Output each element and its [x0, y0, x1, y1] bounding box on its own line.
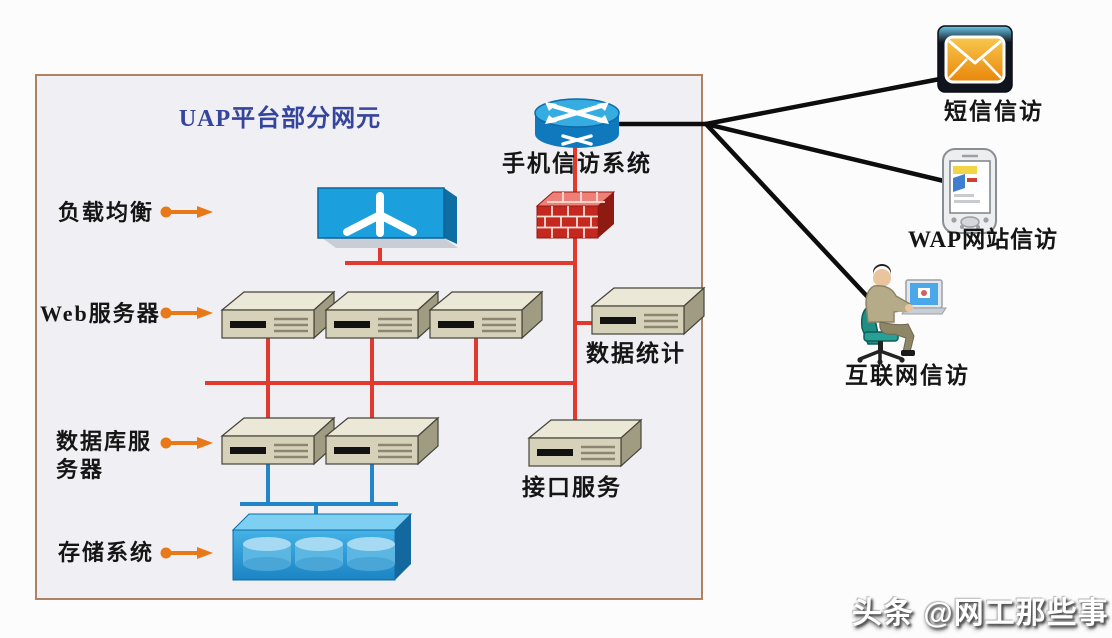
arrow-icon	[160, 547, 213, 559]
label-storage-system: 存储系统	[58, 540, 155, 565]
watermark: 头条 @网工那些事	[852, 597, 1109, 630]
arrow-icon	[160, 206, 213, 218]
label-db-server: 数据库服务器	[56, 429, 153, 482]
arrow-icon	[160, 307, 213, 319]
stats-server-icon	[590, 286, 706, 336]
email-icon	[937, 25, 1013, 93]
page-title: UAP平台部分网元	[178, 106, 382, 132]
arrow-icon	[160, 437, 213, 449]
db-server-icon	[324, 416, 440, 466]
label-web-server: Web服务器	[40, 301, 161, 326]
endpoint-wap-label: WAP网站信访	[908, 227, 1059, 252]
endpoint-internet-label: 互联网信访	[845, 363, 970, 388]
firewall-icon	[535, 191, 616, 239]
endpoint-sms-label: 短信信访	[944, 99, 1044, 124]
interface-server-icon	[527, 418, 643, 468]
mobile-phone-icon	[942, 148, 997, 234]
interface-server-label: 接口服务	[522, 475, 622, 500]
load-balancer-icon	[317, 187, 458, 248]
db-server-icon	[220, 416, 336, 466]
label-load-balancer: 负载均衡	[58, 200, 155, 225]
stats-server-label: 数据统计	[586, 341, 686, 366]
web-server-icon	[324, 290, 440, 340]
router-label: 手机信访系统	[502, 151, 652, 176]
storage-system-icon	[231, 513, 413, 581]
web-server-icon	[428, 290, 544, 340]
router-icon	[534, 98, 620, 148]
person-at-computer-icon	[857, 264, 947, 365]
web-server-icon	[220, 290, 336, 340]
